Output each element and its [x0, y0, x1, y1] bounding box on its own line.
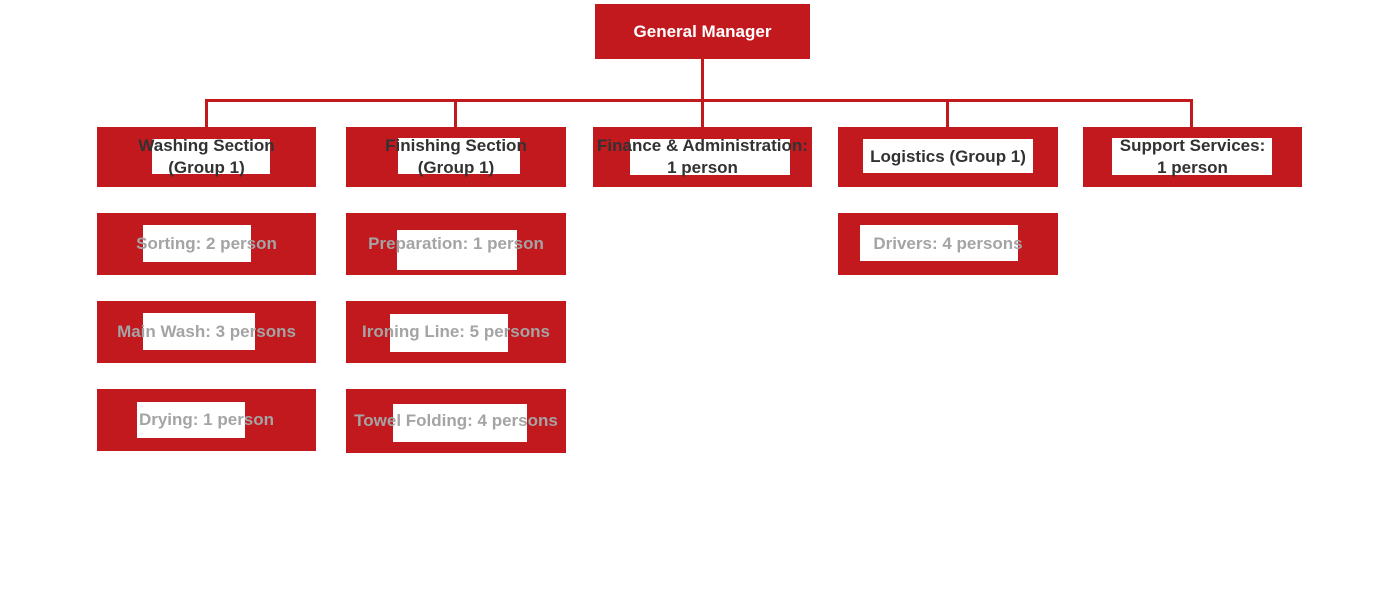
connector-stub-logistics [946, 99, 949, 127]
org-node-preparation: Preparation: 1 person [346, 213, 566, 275]
connector-root-drop [701, 59, 704, 102]
connector-stub-finishing [454, 99, 457, 127]
label-background [143, 225, 251, 262]
org-node-support-services: Support Services: 1 person [1083, 127, 1302, 187]
label-background [1112, 138, 1272, 175]
org-node-drying: Drying: 1 person [97, 389, 316, 451]
label-background [152, 139, 270, 174]
org-node-finishing-section: Finishing Section (Group 1) [346, 127, 566, 187]
connector-horizontal-bar [205, 99, 1193, 102]
label-background [398, 138, 520, 174]
label-background [397, 230, 517, 270]
connector-stub-washing [205, 99, 208, 127]
org-node-general-manager: General Manager [595, 4, 810, 59]
org-node-main-wash: Main Wash: 3 persons [97, 301, 316, 363]
org-node-finance-administration: Finance & Administration: 1 person [593, 127, 812, 187]
label-background [143, 313, 255, 350]
org-node-washing-section: Washing Section (Group 1) [97, 127, 316, 187]
org-node-towel-folding: Towel Folding: 4 persons [346, 389, 566, 453]
label-background [630, 139, 790, 175]
connector-stub-support [1190, 99, 1193, 127]
org-node-drivers: Drivers: 4 persons [838, 213, 1058, 275]
org-node-logistics: Logistics (Group 1) [838, 127, 1058, 187]
connector-stub-finance [701, 99, 704, 127]
org-node-sorting: Sorting: 2 person [97, 213, 316, 275]
label-background [860, 225, 1018, 261]
label-background [393, 404, 527, 442]
org-node-ironing-line: Ironing Line: 5 persons [346, 301, 566, 363]
label-background [390, 314, 508, 352]
org-node-label: General Manager [633, 21, 772, 41]
label-background [863, 139, 1033, 173]
label-background [137, 402, 245, 438]
